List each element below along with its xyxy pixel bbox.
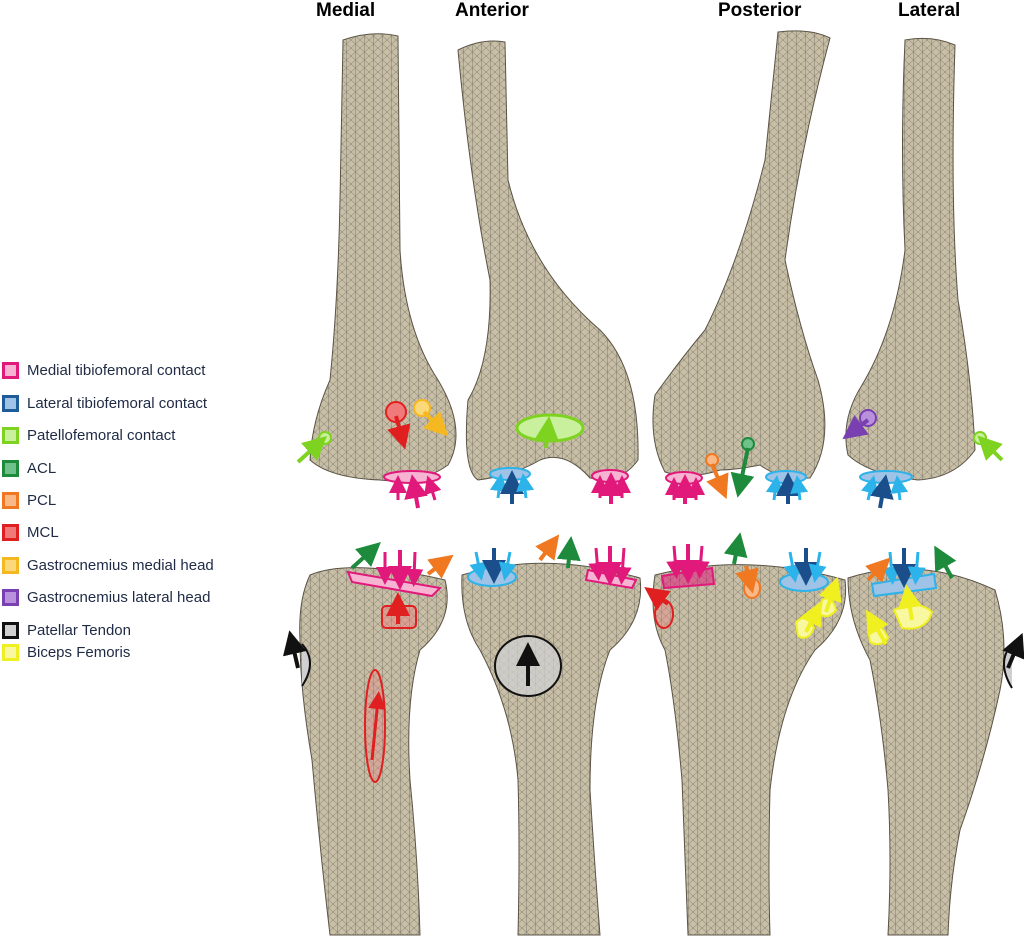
legend-label: Gastrocnemius medial head [27,556,214,574]
legend-swatch [2,426,19,444]
lateral-tibiofemoral-contact-femur-anterior [489,467,535,504]
pcl-femoral-marker [705,453,729,500]
legend-label: Lateral tibiofemoral contact [27,394,208,412]
medial-tibiofemoral-contact-femur-posterior [665,471,705,504]
pcl-tibial-marker-lateral [865,557,891,583]
legend-label: Patellofemoral contact [27,426,176,444]
medial-tibiofemoral-contact-tibia-anterior [584,546,638,590]
tibia-posterior [652,564,847,936]
medial-tibiofemoral-contact-tibia-medial [346,550,443,598]
patellar-tendon-marker-anterior [494,635,562,697]
pcl-tibial-marker-medial [426,554,454,579]
femur-medial [309,33,457,482]
legend-swatch [2,556,19,574]
lateral-tibiofemoral-contact-tibia-anterior [467,548,517,587]
pcl-tibial-marker-anterior [535,534,560,562]
legend-label: Patellar Tendon [27,621,131,639]
tibia-lateral [847,568,1005,936]
medial-tibiofemoral-contact-femur-medial [383,470,442,509]
acl-tibial-marker-medial [350,541,381,570]
legend-item-acl: ACL [2,456,56,480]
lateral-tibiofemoral-contact-femur-posterior [765,470,809,504]
legend-item-lateral-tibiofemoral-contact: Lateral tibiofemoral contact [2,391,207,415]
biceps-femoris-marker-lateral [865,584,934,646]
legend-item-medial-tibiofemoral-contact: Medial tibiofemoral contact [2,358,205,382]
legend-label: Medial tibiofemoral contact [27,361,206,379]
biceps-femoris-marker-posterior [794,576,842,639]
legend-swatch [2,523,19,541]
legend-swatch [2,588,19,606]
legend-swatch [2,394,19,412]
medial-tibiofemoral-contact-femur-anterior [591,469,631,504]
view-title-anterior: Anterior [455,0,529,21]
patellar-tendon-marker-lateral [1002,632,1024,689]
patellofemoral-contact-medial-marker [296,431,332,464]
legend-swatch [2,621,19,639]
mcl-femoral-marker [385,401,411,450]
legend-swatch [2,643,19,661]
lateral-tibiofemoral-contact-femur-lateral [859,470,913,509]
legend-item-gastrocnemius-lateral-head: Gastrocnemius lateral head [2,585,210,609]
acl-tibial-marker-posterior [723,532,748,565]
legend-label: PCL [27,491,57,509]
legend-label: Biceps Femoris [27,643,131,661]
view-title-lateral: Lateral [898,0,961,21]
legend-item-gastrocnemius-medial-head: Gastrocnemius medial head [2,553,214,577]
legend-swatch [2,491,19,509]
femur-anterior [457,40,639,481]
gastrocnemius-medial-head-marker [413,399,449,437]
patellofemoral-contact-lateral-marker [973,431,1004,462]
legend-label: Gastrocnemius lateral head [27,588,211,606]
medial-tibiofemoral-contact-tibia-posterior [660,544,716,590]
femur-lateral [845,37,976,481]
acl-tibial-marker-lateral [934,545,957,579]
mcl-tibial-marker-medial [364,592,417,783]
legend-item-biceps-femoris: Biceps Femoris [2,640,130,664]
view-title-posterior: Posterior [718,0,802,21]
acl-tibial-marker-anterior [556,536,581,569]
view-title-medial: Medial [316,0,376,21]
gastrocnemius-lateral-head-marker [842,409,877,440]
femur-posterior [652,30,831,479]
patellar-tendon-marker-medial [283,630,311,687]
mcl-tibial-marker-posterior [644,587,674,629]
legend-item-pcl: PCL [2,488,56,512]
acl-femoral-marker [730,437,755,498]
pcl-tibial-marker-posterior [735,565,761,599]
legend-swatch [2,459,19,477]
legend-item-patellar-tendon: Patellar Tendon [2,618,131,642]
legend-item-mcl: MCL [2,520,59,544]
patellofemoral-contact-anterior-marker [515,413,585,449]
legend-item-patellofemoral-contact: Patellofemoral contact [2,423,175,447]
legend-label: ACL [27,459,57,477]
legend-label: MCL [27,523,59,541]
legend-swatch [2,361,19,379]
tibia-anterior [461,562,642,936]
